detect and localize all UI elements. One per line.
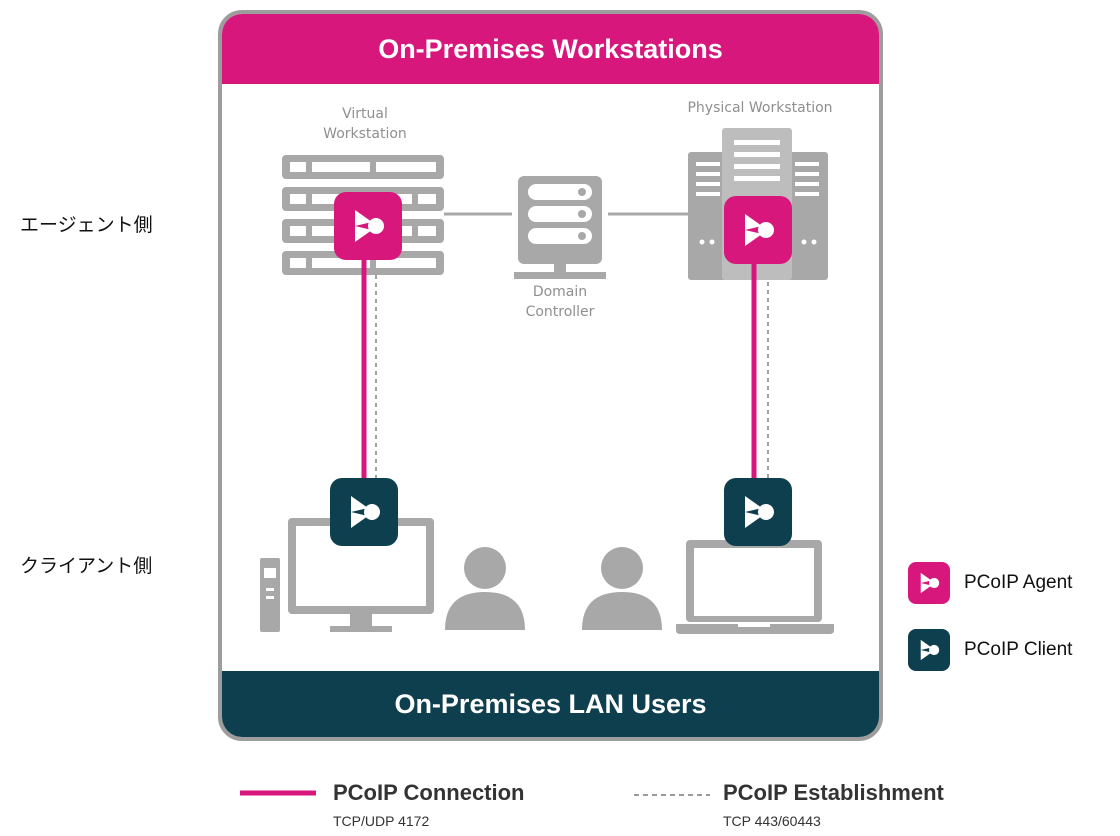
- pcoip-agent-icon: [908, 562, 950, 604]
- establishment-key-sub: TCP 443/60443: [723, 813, 821, 829]
- pcoip-client-icon: [330, 478, 398, 546]
- header-band: On-Premises Workstations: [222, 14, 879, 84]
- physical-workstation-label: Physical Workstation: [687, 100, 833, 116]
- header-title: On-Premises Workstations: [378, 33, 723, 64]
- pcoip-client-icon: [908, 629, 950, 671]
- pcoip-agent-icon: [724, 196, 792, 264]
- virtual-workstation-label-line2: Workstation: [323, 126, 407, 142]
- connection-line-key: [240, 790, 316, 796]
- laptop-icon: [676, 540, 834, 634]
- legend-agent-label: PCoIP Agent: [964, 572, 1073, 593]
- domain-controller-icon: [514, 176, 606, 279]
- legend-client: PCoIP Client: [908, 629, 1072, 671]
- footer-band: On-Premises LAN Users: [222, 671, 879, 737]
- footer-title: On-Premises LAN Users: [394, 688, 707, 719]
- establishment-line-key: [634, 794, 710, 796]
- connection-key-title: PCoIP Connection: [333, 780, 525, 805]
- virtual-workstation-label: Virtual Workstation: [300, 104, 430, 144]
- virtual-workstation-label-line1: Virtual: [342, 106, 388, 122]
- user-icon: [582, 547, 662, 630]
- monitor-icon: [288, 518, 434, 632]
- desktop-tower-icon: [260, 558, 280, 632]
- connection-key-sub: TCP/UDP 4172: [333, 813, 430, 829]
- pcoip-agent-icon: [334, 192, 402, 260]
- establishment-key-title: PCoIP Establishment: [723, 780, 944, 805]
- domain-controller-label: Domain Controller: [500, 282, 620, 322]
- domain-controller-label-line1: Domain: [532, 284, 588, 300]
- agent-side-label: エージェント側: [20, 214, 153, 236]
- legend-agent: PCoIP Agent: [908, 562, 1072, 604]
- pcoip-client-icon: [724, 478, 792, 546]
- legend-client-label: PCoIP Client: [964, 639, 1073, 660]
- user-icon: [445, 547, 525, 630]
- client-side-label: クライアント側: [20, 555, 153, 577]
- domain-controller-label-line2: Controller: [525, 304, 595, 320]
